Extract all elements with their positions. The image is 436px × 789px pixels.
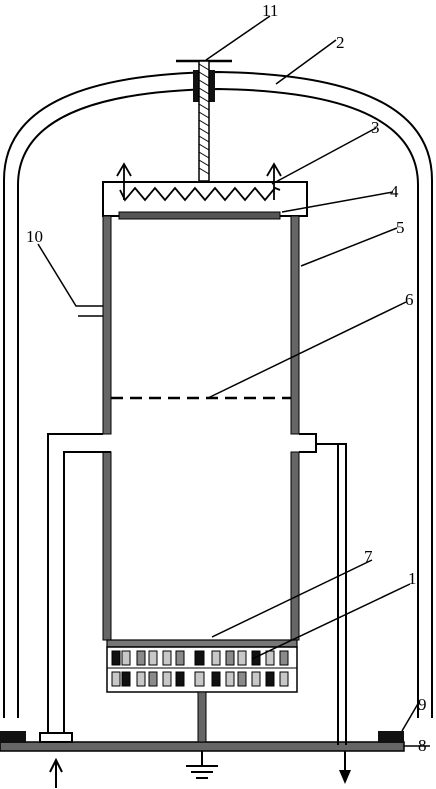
seal-left — [0, 731, 26, 743]
down-arrow-icon — [339, 751, 351, 784]
top-feedthrough — [176, 59, 232, 182]
seal-right — [378, 731, 404, 743]
label-3: 3 — [371, 118, 380, 137]
label-4: 4 — [390, 182, 399, 201]
label-11: 11 — [262, 1, 278, 20]
substrate-plate — [118, 211, 281, 220]
gas-inlet-pipe — [39, 433, 111, 743]
label-8: 8 — [418, 736, 427, 755]
label-9: 9 — [418, 695, 427, 714]
label-6: 6 — [405, 290, 414, 309]
target-plate — [106, 639, 298, 648]
support-rod — [197, 691, 207, 743]
label-5: 5 — [396, 218, 405, 237]
heater-assembly — [102, 162, 308, 217]
up-arrow-icon — [49, 757, 63, 788]
bell-jar — [3, 70, 433, 718]
label-10: 10 — [26, 227, 43, 246]
label-1: 1 — [408, 569, 417, 588]
ground-icon — [186, 751, 218, 779]
leader-lines — [37, 15, 430, 747]
magnetron-block — [106, 646, 298, 693]
label-2: 2 — [336, 33, 345, 52]
chamber-walls — [102, 215, 300, 641]
base-plate — [0, 741, 405, 752]
label-7: 7 — [364, 547, 373, 566]
gas-outlet-pipe — [299, 433, 347, 745]
